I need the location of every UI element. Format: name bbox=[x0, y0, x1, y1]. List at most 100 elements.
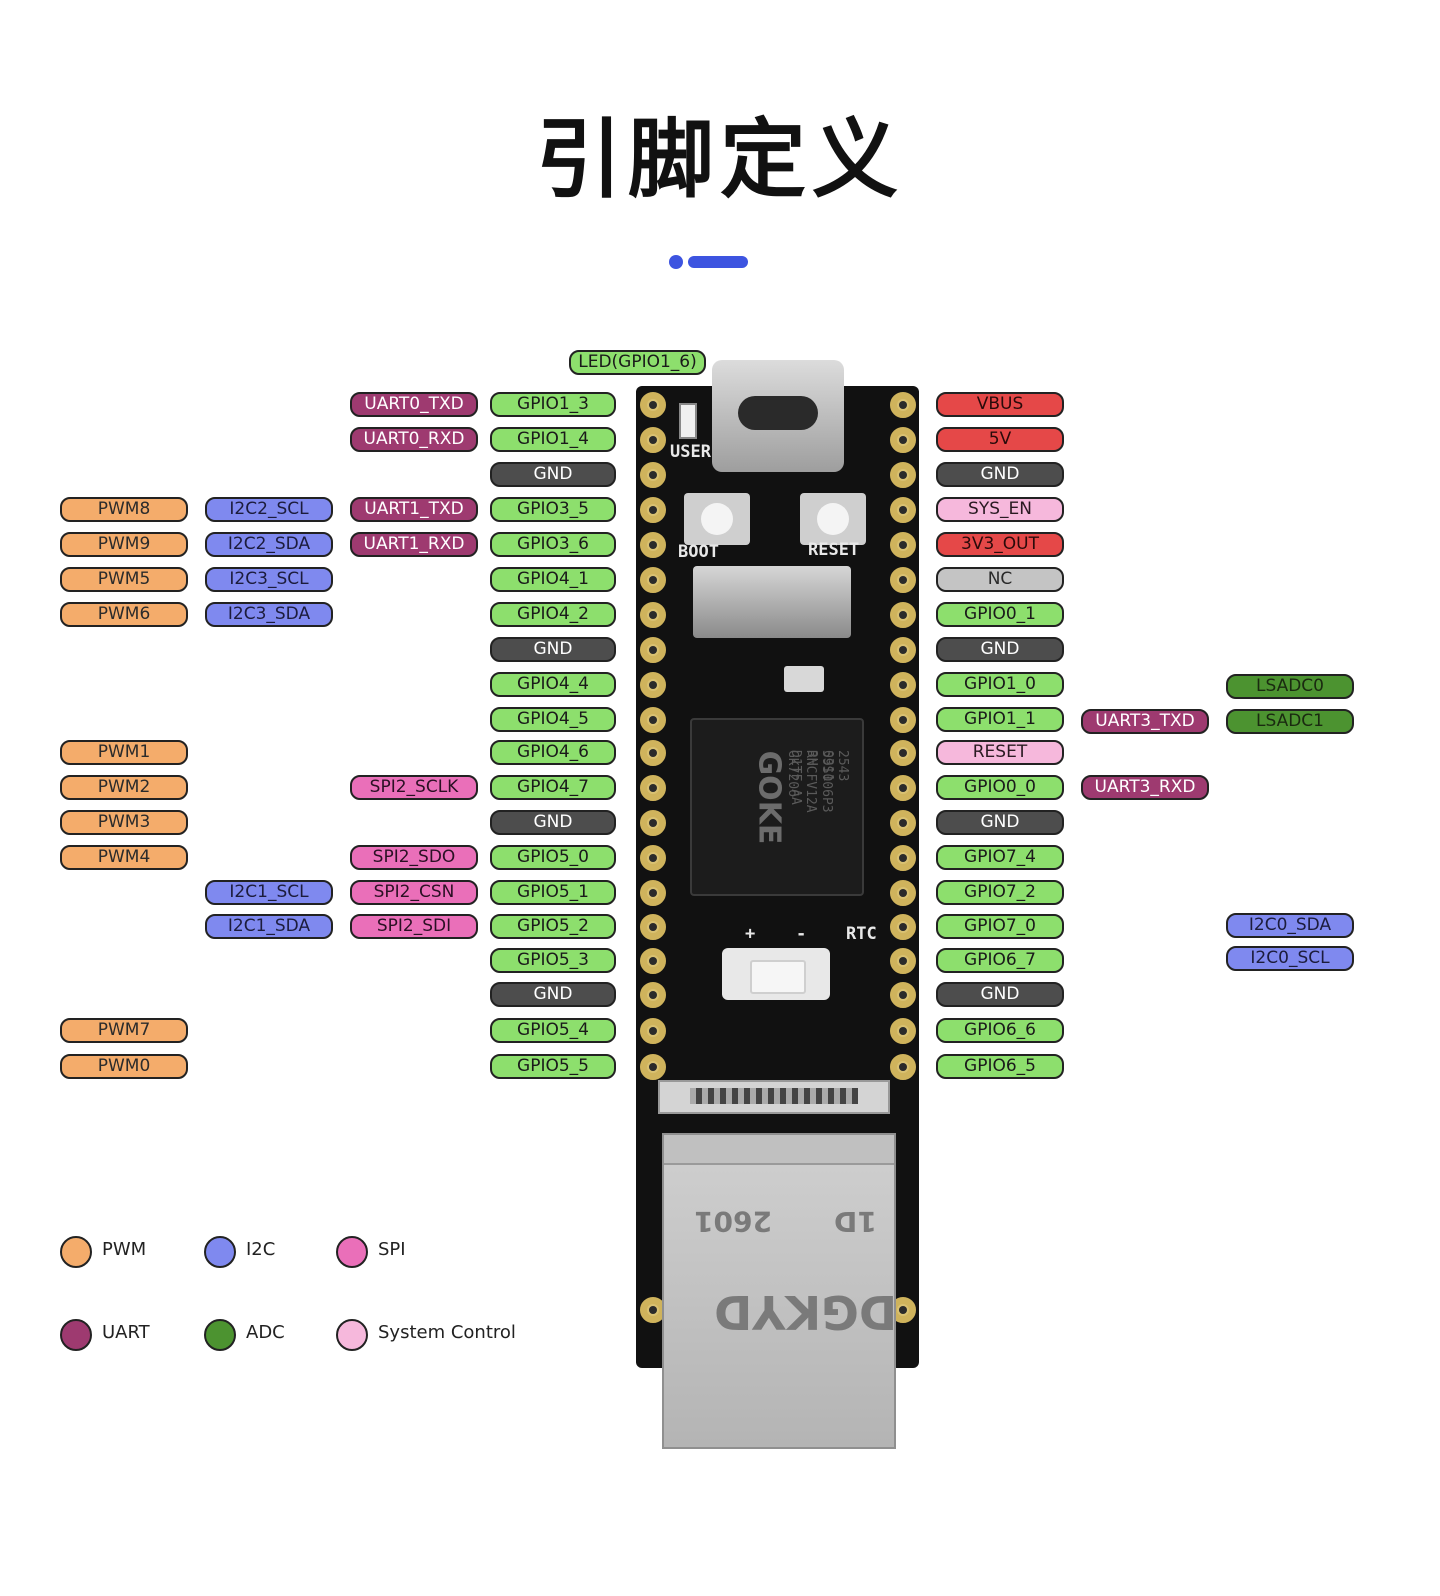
pin-label-gpio: GPIO1_0 bbox=[936, 672, 1064, 697]
pin-hole bbox=[640, 392, 666, 418]
pin-label-gnd: GND bbox=[936, 637, 1064, 662]
pin-hole bbox=[640, 1018, 666, 1044]
pin-label-gnd: GND bbox=[490, 982, 616, 1007]
chip-brand: GOKE bbox=[751, 750, 787, 845]
pin-label-pwm: PWM5 bbox=[60, 567, 188, 592]
pin-hole bbox=[640, 462, 666, 488]
pin-label-gpio: GPIO0_1 bbox=[936, 602, 1064, 627]
pin-label-gnd: GND bbox=[490, 462, 616, 487]
pin-label-gpio: GPIO5_2 bbox=[490, 914, 616, 939]
pin-hole bbox=[890, 982, 916, 1008]
pin-hole bbox=[890, 810, 916, 836]
pin-label-pwm: PWM3 bbox=[60, 810, 188, 835]
silk-batt-minus: - bbox=[796, 924, 807, 944]
pin-label-i2c: I2C1_SDA bbox=[205, 914, 333, 939]
pin-hole bbox=[640, 532, 666, 558]
pin-label-pwm: PWM6 bbox=[60, 602, 188, 627]
legend-swatch bbox=[336, 1236, 368, 1268]
pin-hole bbox=[640, 914, 666, 940]
silk-reset: RESET bbox=[808, 540, 860, 560]
pin-label-pwm: PWM0 bbox=[60, 1054, 188, 1079]
rj45-brand: DGKYD bbox=[714, 1285, 898, 1339]
pin-label-adc: LSADC1 bbox=[1226, 709, 1354, 734]
pin-hole bbox=[890, 845, 916, 871]
page-title: 引脚定义 bbox=[536, 110, 904, 210]
pin-label-gpio: GPIO5_3 bbox=[490, 948, 616, 973]
pin-label-gpio: GPIO5_4 bbox=[490, 1018, 616, 1043]
usb-c-port bbox=[738, 396, 818, 430]
pin-label-gpio: GPIO7_4 bbox=[936, 845, 1064, 870]
pin-hole bbox=[640, 1054, 666, 1080]
title-accent-dot bbox=[669, 255, 683, 269]
pin-hole bbox=[640, 602, 666, 628]
silk-rtc: RTC bbox=[846, 924, 877, 944]
pin-label-gnd: GND bbox=[936, 462, 1064, 487]
pin-label-pwm: PWM2 bbox=[60, 775, 188, 800]
pin-label-i2c: I2C1_SCL bbox=[205, 880, 333, 905]
pin-label-pwm: PWM7 bbox=[60, 1018, 188, 1043]
pin-label-power: 3V3_OUT bbox=[936, 532, 1064, 557]
pin-label-gpio: GPIO4_6 bbox=[490, 740, 616, 765]
silk-boot: BOOT bbox=[678, 542, 719, 562]
pin-label-adc: LSADC0 bbox=[1226, 674, 1354, 699]
pin-label-gpio: GPIO4_7 bbox=[490, 775, 616, 800]
reset-button bbox=[800, 493, 866, 545]
pin-label-gnd: GND bbox=[490, 637, 616, 662]
pin-label-gpio: GPIO1_3 bbox=[490, 392, 616, 417]
sd-card-slot bbox=[693, 566, 851, 638]
boot-button bbox=[684, 493, 750, 545]
silk-batt-plus: + bbox=[745, 924, 756, 944]
pin-label-spi: SPI2_SDO bbox=[350, 845, 478, 870]
pin-hole bbox=[640, 880, 666, 906]
pin-hole bbox=[640, 427, 666, 453]
pin-label-gpio: GPIO4_4 bbox=[490, 672, 616, 697]
pin-label-uart: UART3_TXD bbox=[1081, 709, 1209, 734]
user-led bbox=[679, 403, 697, 439]
title-accent-bar bbox=[688, 256, 748, 268]
legend-swatch bbox=[60, 1236, 92, 1268]
legend-label: SPI bbox=[378, 1239, 406, 1260]
pin-label-system: RESET bbox=[936, 740, 1064, 765]
legend-label: System Control bbox=[378, 1322, 516, 1343]
pin-label-gpio: GPIO1_4 bbox=[490, 427, 616, 452]
pin-hole bbox=[890, 914, 916, 940]
legend-label: PWM bbox=[102, 1239, 147, 1260]
pin-label-gpio: GPIO6_5 bbox=[936, 1054, 1064, 1079]
pin-label-i2c: I2C0_SCL bbox=[1226, 946, 1354, 971]
pin-hole bbox=[890, 1054, 916, 1080]
pin-hole bbox=[640, 740, 666, 766]
pin-label-power: VBUS bbox=[936, 392, 1064, 417]
pin-label-gnd: GND bbox=[936, 810, 1064, 835]
rtc-battery-connector bbox=[722, 948, 830, 1000]
rj45-ethernet-jack: 2601 1D DGKYD bbox=[662, 1133, 898, 1449]
pin-label-gnd: GND bbox=[490, 810, 616, 835]
pin-label-gpio: GPIO6_6 bbox=[936, 1018, 1064, 1043]
soc-chip: GOKE GK7206 RNCFV12A D1TF AA 59S006P3 3H… bbox=[690, 718, 864, 896]
pin-label-power: 5V bbox=[936, 427, 1064, 452]
pin-label-uart: UART3_RXD bbox=[1081, 775, 1209, 800]
pin-hole bbox=[640, 637, 666, 663]
pin-label-gpio: GPIO1_1 bbox=[936, 707, 1064, 732]
pin-label-gpio: GPIO3_6 bbox=[490, 532, 616, 557]
pin-label-nc: NC bbox=[936, 567, 1064, 592]
pin-label-pwm: PWM4 bbox=[60, 845, 188, 870]
pin-label-spi: SPI2_SCLK bbox=[350, 775, 478, 800]
pin-hole bbox=[640, 497, 666, 523]
pin-label-led: LED(GPIO1_6) bbox=[569, 350, 706, 375]
pin-label-uart: UART1_TXD bbox=[350, 497, 478, 522]
legend-label: UART bbox=[102, 1322, 150, 1343]
pin-hole bbox=[890, 567, 916, 593]
pin-label-spi: SPI2_SDI bbox=[350, 914, 478, 939]
pin-hole bbox=[890, 532, 916, 558]
legend-label: ADC bbox=[246, 1322, 285, 1343]
pin-label-gpio: GPIO3_5 bbox=[490, 497, 616, 522]
pin-label-pwm: PWM8 bbox=[60, 497, 188, 522]
pin-hole bbox=[640, 810, 666, 836]
pin-hole bbox=[890, 392, 916, 418]
pin-hole bbox=[640, 775, 666, 801]
fpc-connector bbox=[658, 1080, 890, 1114]
pin-hole bbox=[890, 462, 916, 488]
pin-hole bbox=[890, 637, 916, 663]
pin-label-gpio: GPIO5_0 bbox=[490, 845, 616, 870]
pin-hole bbox=[890, 672, 916, 698]
